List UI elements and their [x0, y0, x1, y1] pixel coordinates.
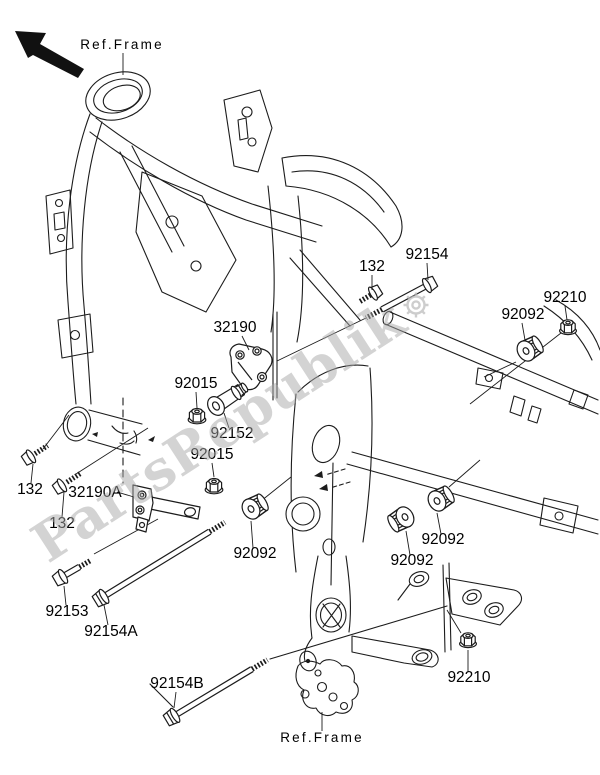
bushing-92092-center-glyph: [241, 493, 269, 520]
steering-head-tube: [85, 71, 151, 121]
bracket-32190-glyph: [229, 343, 273, 391]
callout-132-left2: 132: [49, 515, 75, 532]
callout-132-left: 132: [17, 481, 43, 498]
callout-92210-bottom: 92210: [447, 669, 490, 686]
frame-line-art: [45, 71, 600, 717]
watermark-gear-icon: [403, 292, 429, 318]
callout-32190: 32190: [213, 319, 256, 336]
callout-92092-rightpair-lower: 92092: [390, 552, 433, 569]
nut-92210-top-glyph: [559, 319, 577, 336]
collar-92152-glyph: [207, 382, 249, 416]
callout-92210-top: 92210: [543, 289, 586, 306]
bolt-92154-glyph: [364, 275, 439, 321]
callout-92092-rightpair-upper: 92092: [421, 531, 464, 548]
callout-92092-center: 92092: [233, 545, 276, 562]
nut-92015-upper-glyph: [187, 407, 207, 425]
bolt-92154a-glyph: [91, 520, 227, 608]
callout-92015-upper: 92015: [174, 375, 217, 392]
bolt-132-left-glyph: [20, 443, 50, 466]
callout-92154a: 92154A: [84, 623, 138, 640]
callout-92092-topright: 92092: [501, 306, 544, 323]
bracket-32190a-glyph: [132, 484, 201, 533]
callout-92153: 92153: [45, 603, 88, 620]
nut-92210-bottom-glyph: [459, 632, 477, 649]
leader-lines: [30, 53, 568, 731]
assembly-lines: [42, 317, 562, 634]
bushing-92092-rightpair-upper-glyph: [427, 485, 455, 512]
callout-32190a: 32190A: [68, 484, 122, 501]
bolt-92153-glyph: [51, 558, 92, 587]
bolt-132-top-glyph: [358, 284, 384, 304]
callout-92015-lower: 92015: [190, 446, 233, 463]
callout-92154: 92154: [405, 246, 448, 263]
bolt-132-left2-glyph: [51, 471, 82, 495]
ref-frame-top-label: Ref.Frame: [80, 37, 164, 52]
nut-92015-lower-glyph: [204, 477, 224, 495]
callout-132-top: 132: [359, 258, 385, 275]
direction-arrow-icon: [15, 31, 84, 78]
callout-92154b: 92154B: [150, 675, 203, 692]
callout-92152: 92152: [210, 425, 253, 442]
bushing-92092-rightpair-lower-glyph: [387, 506, 415, 533]
bolt-92154b-glyph: [162, 657, 269, 727]
ref-frame-bottom-label: Ref.Frame: [280, 730, 364, 745]
bushing-92092-topright-glyph: [516, 335, 544, 362]
